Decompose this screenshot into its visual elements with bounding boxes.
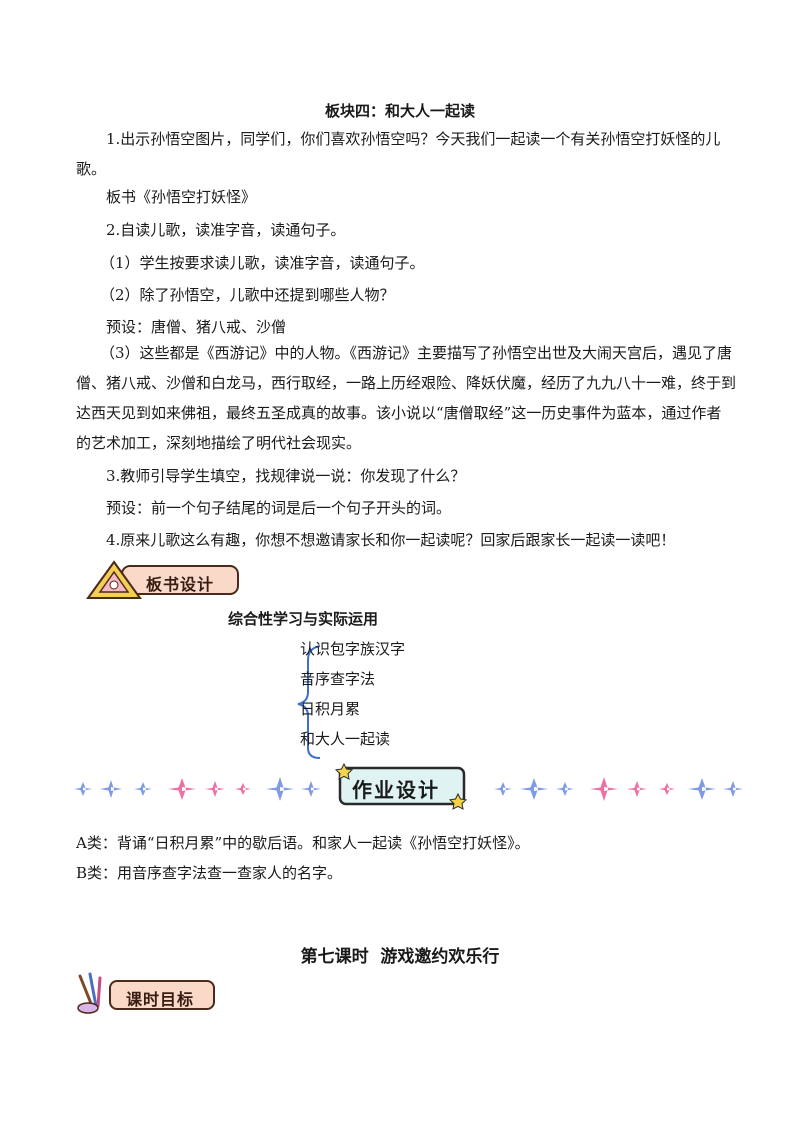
paragraph-4: 4.原来儿歌这么有趣，你想不想邀请家长和你一起读呢？回家后跟家长一起读一读吧！ bbox=[106, 531, 676, 549]
homework-badge-shape bbox=[334, 762, 468, 810]
paragraph-1: 1.出示孙悟空图片，同学们，你们喜欢孙悟空吗？今天我们一起读一个有关孙悟空打妖怪… bbox=[76, 130, 721, 178]
brush-icon bbox=[77, 972, 215, 1014]
board-design-badge: 板书设计 bbox=[84, 558, 244, 604]
homework-a: A类：背诵“日积月累”中的歇后语。和家人一起读《孙悟空打妖怪》。 bbox=[76, 834, 530, 852]
board-item-4: 和大人一起读 bbox=[300, 730, 391, 748]
board-item-2: 音序查字法 bbox=[300, 670, 376, 688]
sparkle-icon-left bbox=[74, 777, 321, 801]
lesson-title: 第七课时 游戏邀约欢乐行 bbox=[300, 947, 500, 967]
paragraph-2: 2.自读儿歌，读准字音，读通句子。 bbox=[106, 221, 346, 239]
paragraph-2-3: （3）这些都是《西游记》中的人物。《西游记》主要描写了孙悟空出世及大闹天宫后，遇… bbox=[76, 344, 737, 452]
paragraph-2-1: （1）学生按要求读儿歌，读准字音，读通句子。 bbox=[100, 254, 425, 272]
sparkle-divider bbox=[74, 777, 743, 801]
sparkle-icon-right bbox=[494, 777, 743, 801]
board-item-3: 日积月累 bbox=[300, 700, 361, 718]
homework-badge-label: 作业设计 bbox=[352, 778, 440, 802]
paragraph-3: 3.教师引导学生填空，找规律说一说：你发现了什么？ bbox=[106, 467, 466, 485]
brace-icon bbox=[297, 645, 321, 759]
homework-b: B类：用音序查字法查一查家人的名字。 bbox=[76, 864, 343, 882]
preset-1: 预设：唐僧、猪八戒、沙僧 bbox=[106, 318, 287, 336]
paragraph-2-2: （2）除了孙悟空，儿歌中还提到哪些人物？ bbox=[100, 286, 395, 304]
board-design-badge-shape bbox=[86, 560, 239, 599]
board-item-1: 认识包字族汉字 bbox=[300, 640, 406, 658]
board-design-badge-label: 板书设计 bbox=[146, 575, 215, 594]
board-title-line: 板书《孙悟空打妖怪》 bbox=[106, 188, 257, 206]
preset-2: 预设：前一个句子结尾的词是后一个句子开头的词。 bbox=[106, 499, 452, 517]
lesson-goals-badge: 课时目标 bbox=[70, 972, 220, 1016]
lesson-goals-badge-label: 课时目标 bbox=[126, 990, 195, 1009]
section-title: 板块四：和大人一起读 bbox=[324, 102, 475, 120]
homework-badge: 作业设计 bbox=[334, 760, 470, 812]
board-design-title: 综合性学习与实际运用 bbox=[228, 610, 379, 628]
